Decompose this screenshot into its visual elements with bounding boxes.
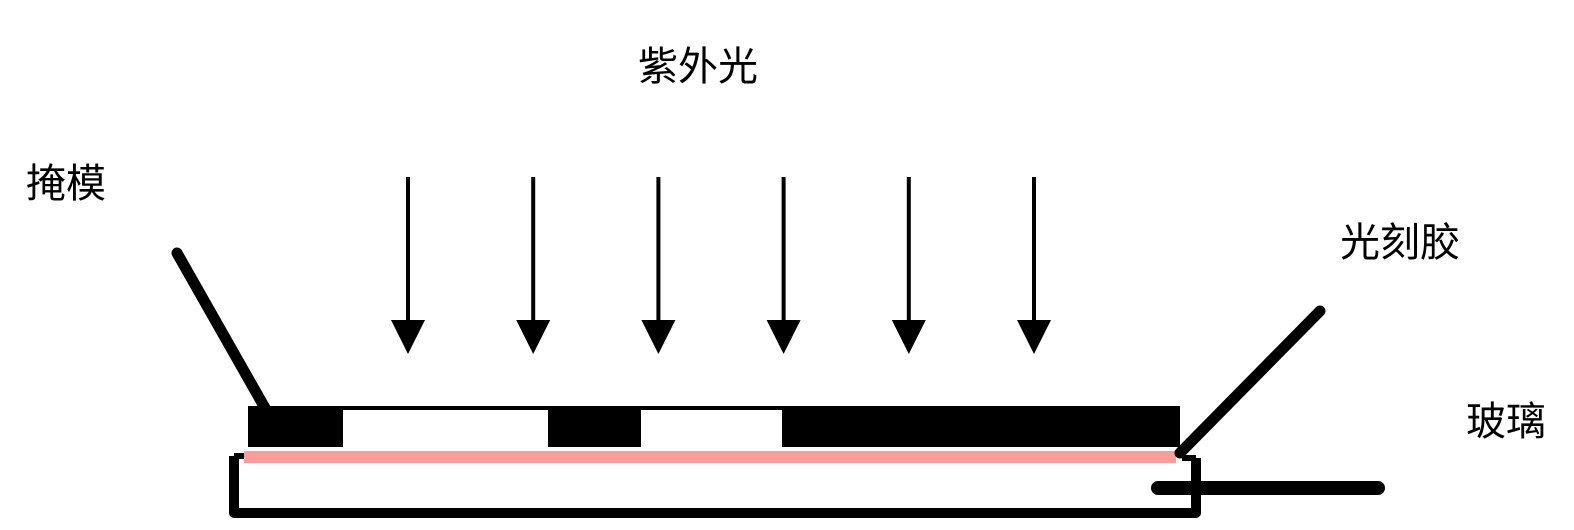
photoresist-leader-line [1174,305,1326,459]
uv-arrow [1017,177,1051,354]
glass-label: 玻璃 [1466,399,1546,445]
uv-arrow [891,177,926,354]
photoresist-layer [244,451,1176,463]
uv-arrow [516,177,551,354]
glass-substrate [229,456,1201,518]
uv-arrow-head [1017,320,1051,354]
uv-arrow [641,177,676,354]
uv-arrow-head [391,320,425,354]
uv-arrow [391,177,425,354]
uv-light-label: 紫外光 [638,44,758,90]
uv-arrows [391,177,1051,354]
uv-arrow-head [641,320,676,354]
uv-arrow-head [766,320,801,354]
mask-leader-line [171,247,271,414]
uv-arrow [766,177,801,354]
mask-label: 掩模 [26,161,106,207]
uv-arrow-head [516,320,551,354]
mask-shape [248,406,1180,447]
photoresist-label: 光刻胶 [1340,220,1460,266]
mask [248,406,1180,447]
uv-arrow-head [891,320,926,354]
